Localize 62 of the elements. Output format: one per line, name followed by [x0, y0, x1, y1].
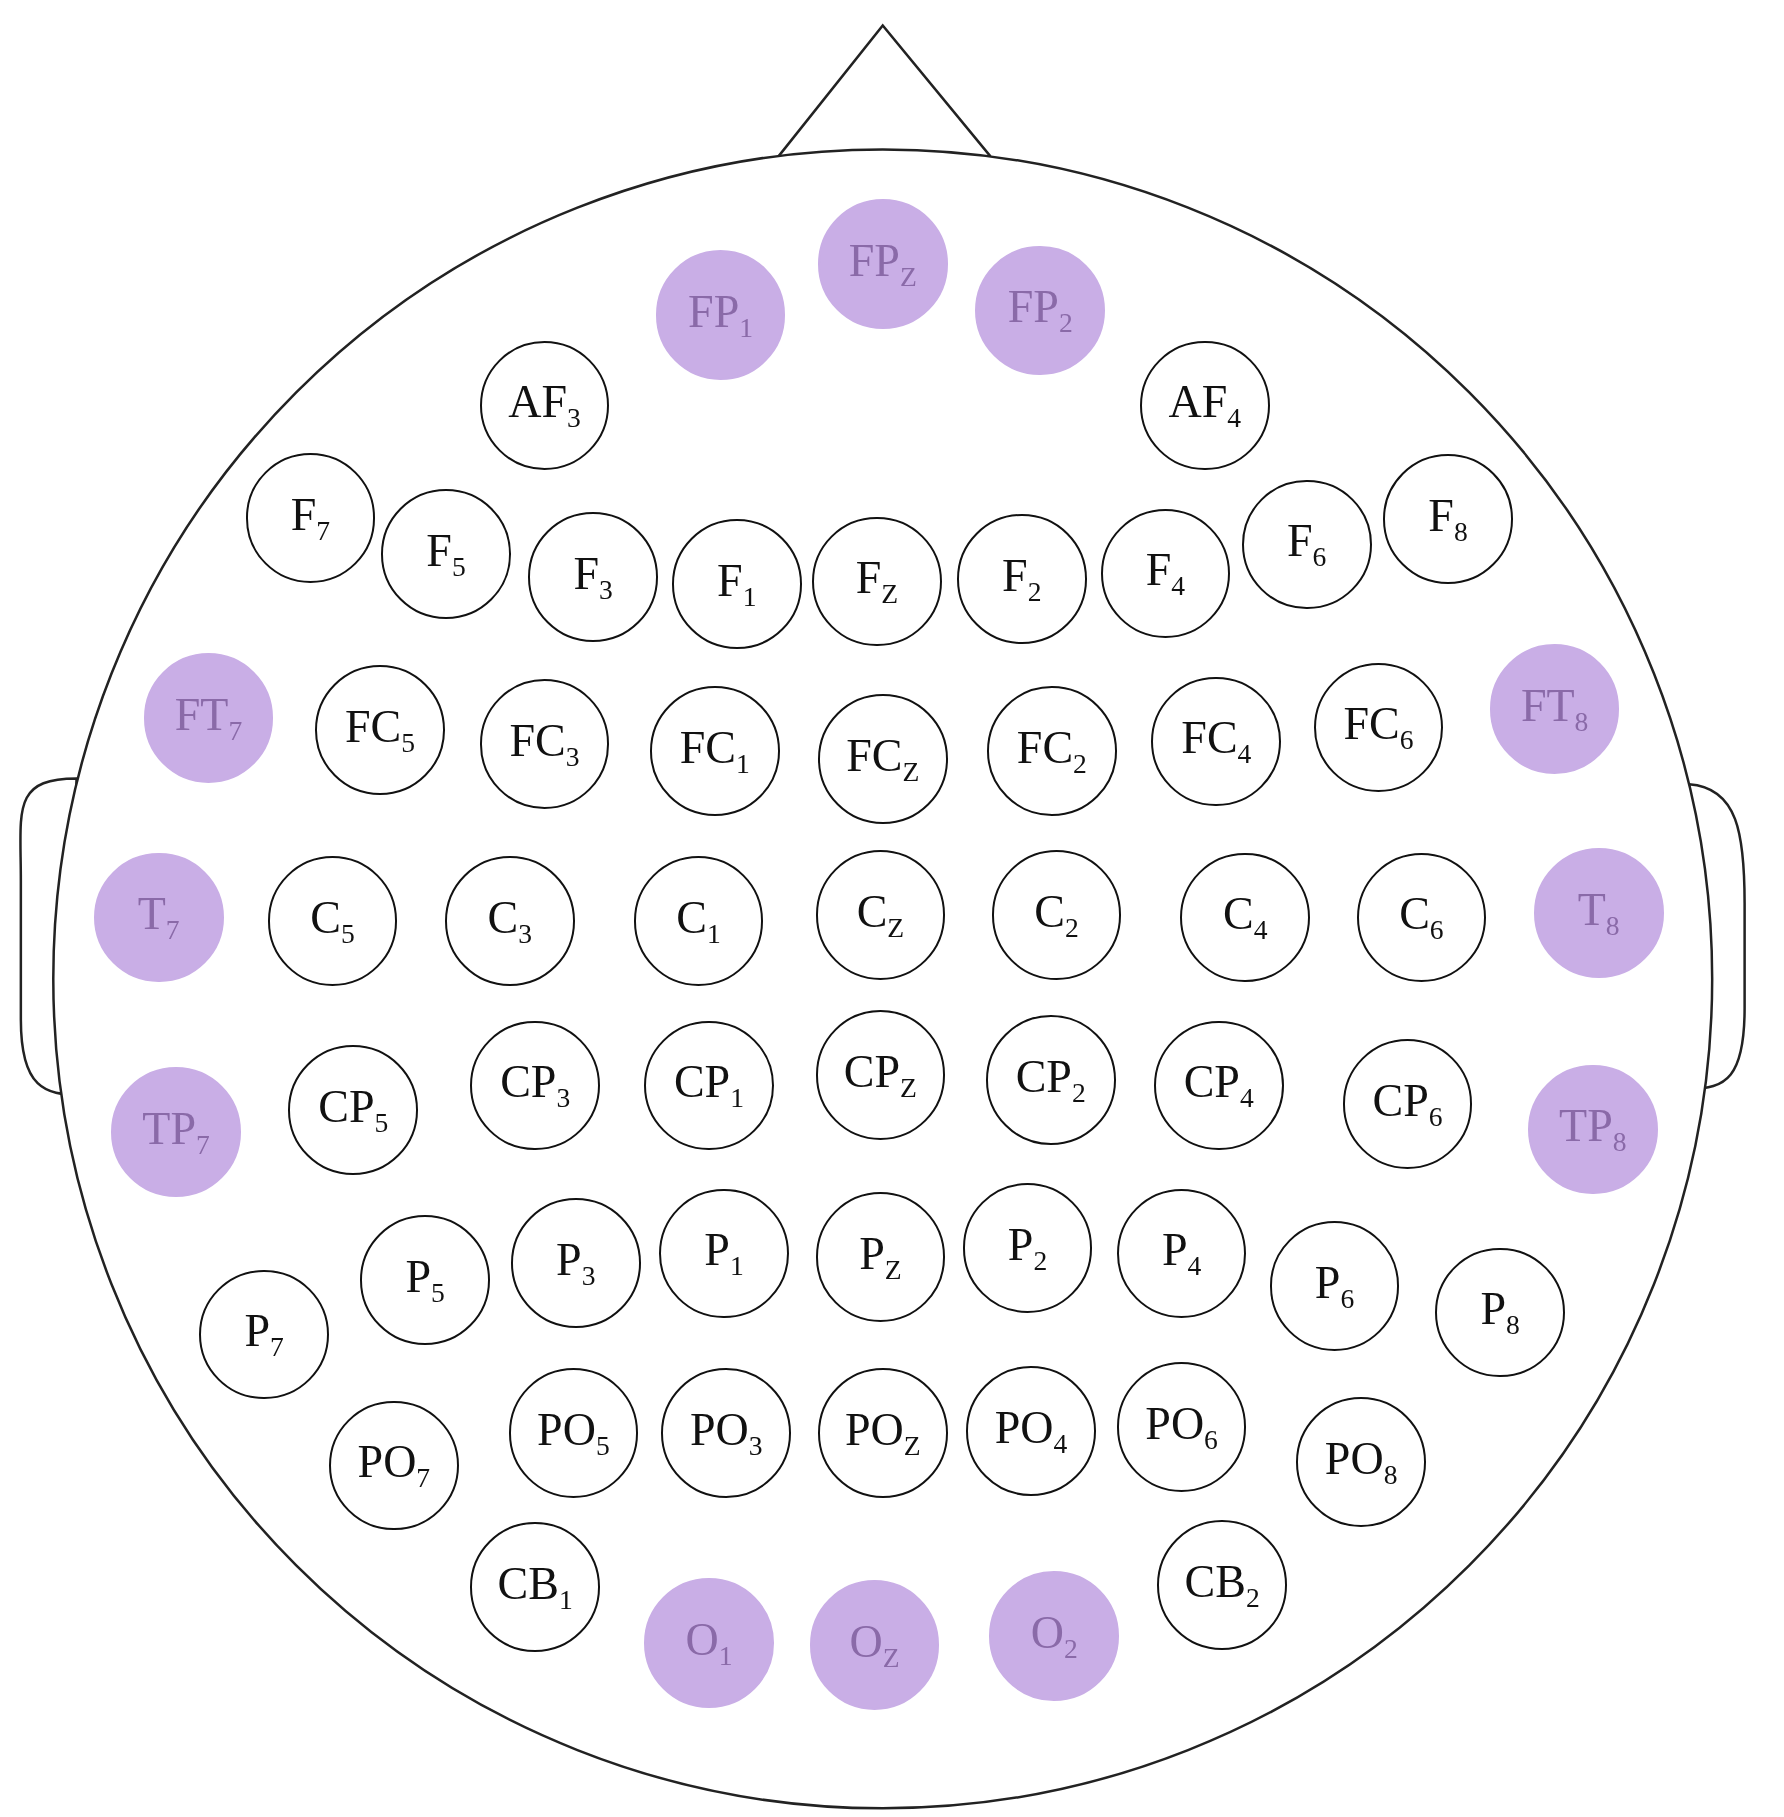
electrode-label: FC$_{1}$ [679, 724, 750, 777]
electrode-label: P$_{3}$ [556, 1236, 596, 1289]
electrode-label: C$_{2}$ [1034, 889, 1079, 942]
electrode-label: CB$_{2}$ [1184, 1558, 1260, 1611]
electrode-label: PO$_{Z}$ [844, 1406, 921, 1460]
electrode-label: PO$_{5}$ [537, 1406, 610, 1460]
electrode-label: P$_{8}$ [1480, 1286, 1520, 1339]
electrode-label: F$_{3}$ [573, 550, 613, 603]
electrode-label: PO$_{3}$ [690, 1406, 763, 1460]
electrode-label: FP$_{1}$ [688, 288, 753, 342]
electrode-label: PO$_{6}$ [1145, 1401, 1218, 1454]
electrode-label: C$_{1}$ [676, 894, 721, 948]
electrode-label: P$_{7}$ [244, 1308, 284, 1361]
electrode-label: P$_{2}$ [1007, 1221, 1048, 1274]
electrode-label: F$_{7}$ [290, 491, 331, 544]
electrode-label: FC$_{4}$ [1181, 715, 1252, 768]
electrode-label: T$_{8}$ [1577, 886, 1620, 939]
electrode-label: C$_{Z}$ [856, 889, 905, 942]
electrode-label: FT$_{8}$ [1520, 682, 1589, 736]
electrode-label: F$_{8}$ [1428, 492, 1468, 546]
electrode-label: P$_{4}$ [1161, 1227, 1202, 1280]
electrode-label: FC$_{Z}$ [846, 732, 920, 785]
electrode-label: CP$_{3}$ [500, 1059, 571, 1112]
electrode-label: FC$_{3}$ [509, 717, 580, 770]
electrode-label: P$_{Z}$ [859, 1230, 902, 1283]
electrode-label: CB$_{1}$ [497, 1560, 573, 1614]
electrode-label: C$_{3}$ [487, 894, 532, 948]
electrode-label: C$_{5}$ [310, 894, 355, 948]
electrode-label: FC$_{2}$ [1016, 724, 1087, 777]
electrode-label: AF$_{4}$ [1168, 379, 1242, 432]
electrode-label: AF$_{3}$ [508, 379, 581, 432]
electrode-label: PO$_{7}$ [357, 1439, 431, 1492]
electrode-label: CP$_{1}$ [673, 1059, 744, 1112]
electrode-label: FC$_{6}$ [1343, 701, 1414, 754]
electrode-label: T$_{7}$ [137, 891, 180, 944]
electrode-label: C$_{4}$ [1223, 891, 1268, 944]
electrode-label: FC$_{5}$ [344, 703, 415, 756]
electrode-label: CP$_{4}$ [1183, 1059, 1254, 1112]
electrode-label: CP$_{2}$ [1015, 1053, 1086, 1106]
electrode-label: F$_{4}$ [1145, 547, 1186, 600]
electrode-label: O$_{2}$ [1030, 1609, 1078, 1662]
electrode-label: O$_{Z}$ [849, 1618, 900, 1672]
electrode-label: CP$_{6}$ [1372, 1077, 1443, 1131]
electrode-label: TP$_{7}$ [142, 1105, 210, 1158]
electrode-label: O$_{1}$ [685, 1616, 733, 1669]
electrode-label: CP$_{5}$ [318, 1083, 389, 1136]
electrode-label: FP$_{Z}$ [848, 238, 917, 291]
electrode-label: P$_{5}$ [405, 1253, 445, 1307]
electrode-label: FT$_{7}$ [174, 692, 243, 745]
electrode-label: TP$_{8}$ [1559, 1103, 1627, 1156]
electrode-label: F$_{1}$ [717, 557, 757, 610]
electrode-label: CP$_{Z}$ [843, 1048, 917, 1102]
electrode-label: F$_{6}$ [1287, 518, 1327, 571]
electrode-label: P$_{6}$ [1314, 1259, 1355, 1312]
electrode-label: C$_{6}$ [1399, 891, 1444, 944]
electrode-label: FP$_{2}$ [1007, 284, 1073, 337]
electrode-label: F$_{2}$ [1002, 553, 1042, 606]
electrode-label: PO$_{4}$ [994, 1404, 1068, 1457]
electrode-label: PO$_{8}$ [1324, 1435, 1398, 1489]
electrode-label: F$_{5}$ [426, 527, 466, 580]
electrode-label: F$_{Z}$ [855, 555, 899, 608]
electrode-label: P$_{1}$ [704, 1227, 744, 1280]
